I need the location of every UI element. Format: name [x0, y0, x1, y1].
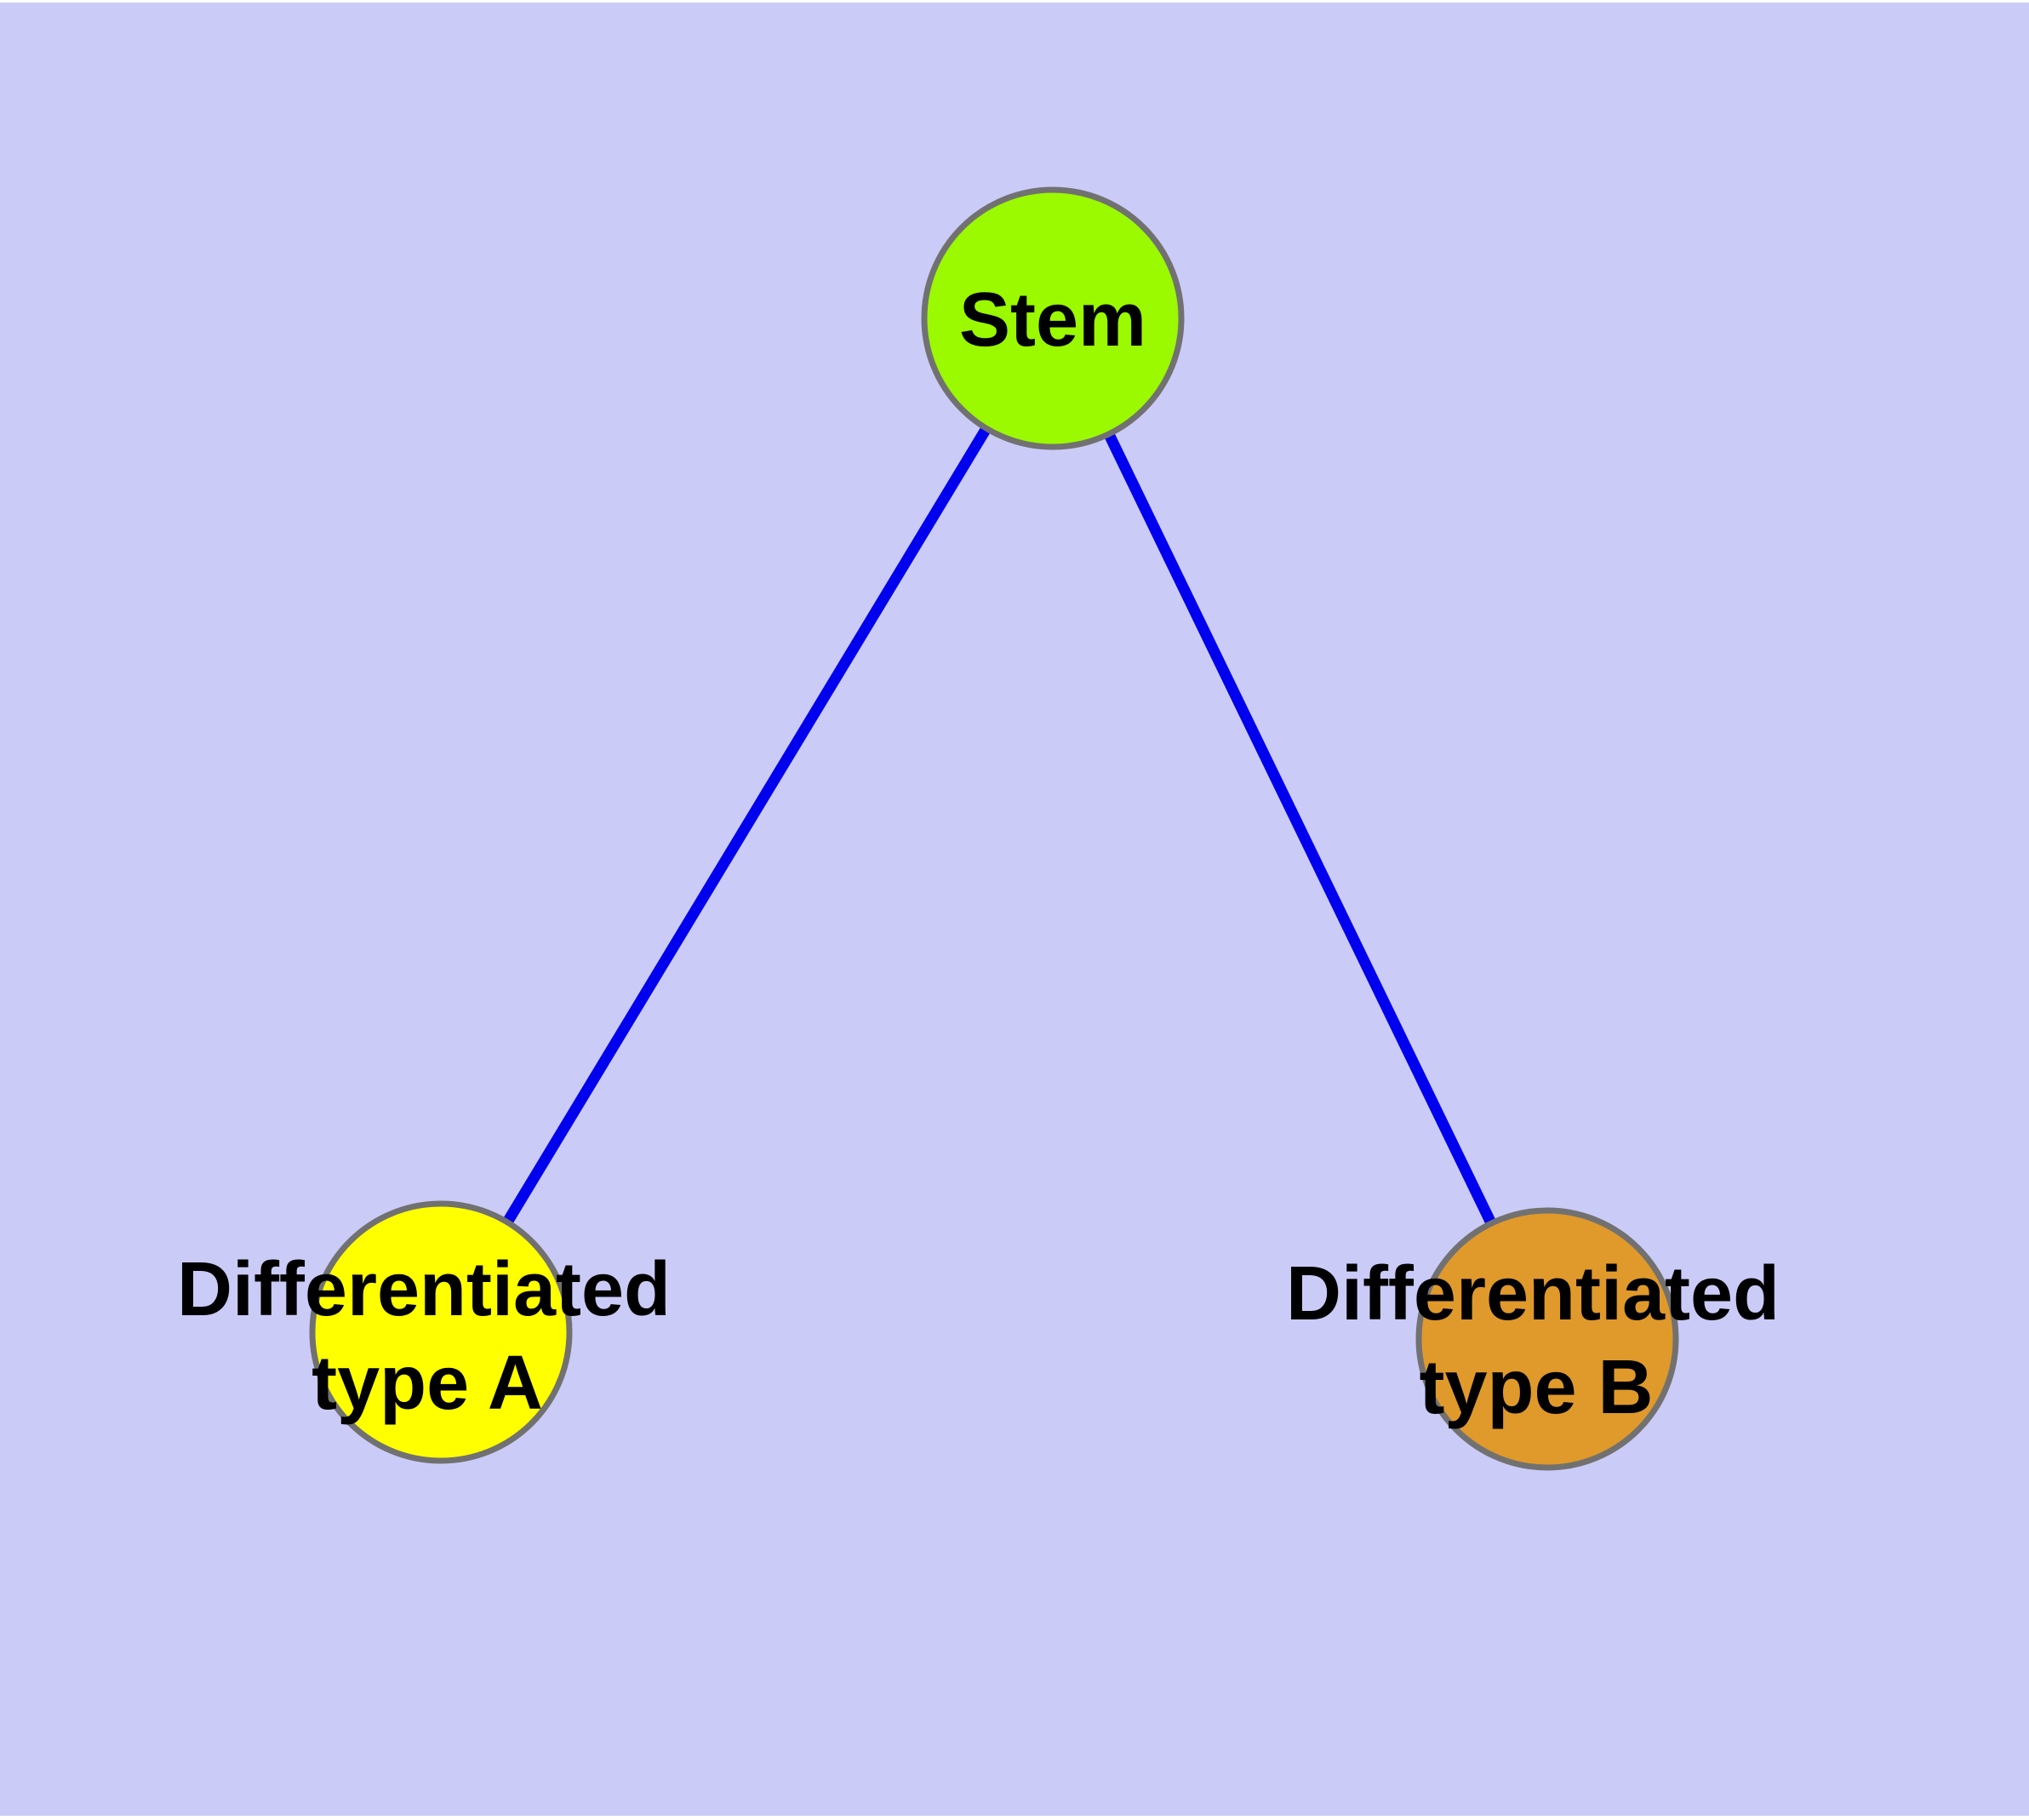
node-type-a-label-line1: Differentiated: [177, 1247, 671, 1332]
node-stem-label: Stem: [959, 278, 1146, 363]
edge-stem-to-type-a: [436, 315, 1058, 1336]
node-type-b-label-line2: type B: [1419, 1345, 1653, 1430]
node-type-a-label-line2: type A: [311, 1341, 543, 1426]
node-type-b-label-line1: Differentiated: [1286, 1251, 1780, 1336]
node-differentiated-type-b: [1415, 1207, 1679, 1471]
edge-stem-to-type-b: [1048, 316, 1552, 1342]
node-stem: [921, 186, 1185, 450]
node-differentiated-type-a: [309, 1200, 573, 1464]
